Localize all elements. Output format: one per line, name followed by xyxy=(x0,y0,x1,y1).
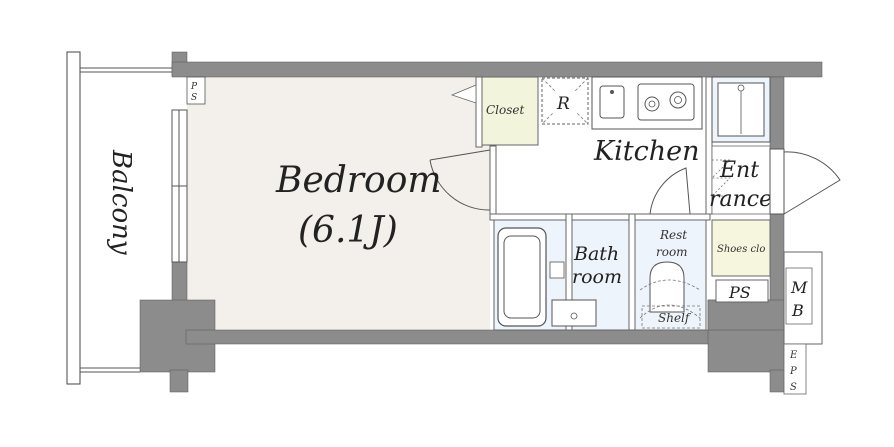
kitchen-label: Kitchen xyxy=(593,136,700,167)
sink-icon xyxy=(599,85,625,119)
entrance-label-line2: rance xyxy=(709,187,772,212)
shelf-label: Shelf xyxy=(658,311,692,325)
mb-box: M B xyxy=(783,251,823,345)
balcony-label: Balcony xyxy=(106,149,136,255)
bedroom-floor xyxy=(187,77,490,330)
bath-label-line2: room xyxy=(572,266,622,288)
bedroom-label: Bedroom xyxy=(275,160,442,201)
bathroom: Bath room xyxy=(493,219,630,331)
mb-label-line1: M xyxy=(790,278,808,297)
kitchen-counter: Kitchen xyxy=(591,76,703,167)
ps-box: PS xyxy=(715,279,769,303)
walls xyxy=(139,51,823,393)
eps-letter-2: P xyxy=(789,366,797,377)
bedroom-door xyxy=(429,149,491,211)
mb-label-line2: B xyxy=(791,301,804,320)
closet: Closet xyxy=(450,76,539,146)
bedroom-size-label: (6.1J) xyxy=(298,210,398,251)
eps-letter-3: S xyxy=(790,382,797,393)
entrance: Ent rance xyxy=(709,145,772,215)
refrigerator: R xyxy=(541,77,589,125)
shoes-closet-label: Shoes clo xyxy=(717,244,765,255)
entrance-label-line1: Ent xyxy=(719,158,759,183)
bedroom-window xyxy=(171,109,188,263)
restroom-door xyxy=(649,167,691,215)
washer-space xyxy=(711,76,771,143)
entrance-door xyxy=(769,148,841,215)
ps-small-letter-2: S xyxy=(191,93,197,103)
rest-label-line1: Rest xyxy=(659,228,687,242)
balcony xyxy=(66,51,172,385)
eps-letter-1: E xyxy=(789,350,798,361)
ps-small-letter-1: P xyxy=(190,82,198,92)
closet-label: Closet xyxy=(486,103,525,117)
shoes-closet: Shoes clo xyxy=(711,219,771,277)
ps-label: PS xyxy=(728,283,751,302)
toilet-icon xyxy=(649,261,685,313)
rest-label-line2: room xyxy=(656,245,688,259)
eps-box: E P S xyxy=(783,343,807,395)
ps-small-box: P S xyxy=(186,76,206,105)
restroom: Rest room Shelf xyxy=(634,219,707,331)
refrigerator-label: R xyxy=(556,94,570,114)
bath-label-line1: Bath xyxy=(573,243,619,265)
